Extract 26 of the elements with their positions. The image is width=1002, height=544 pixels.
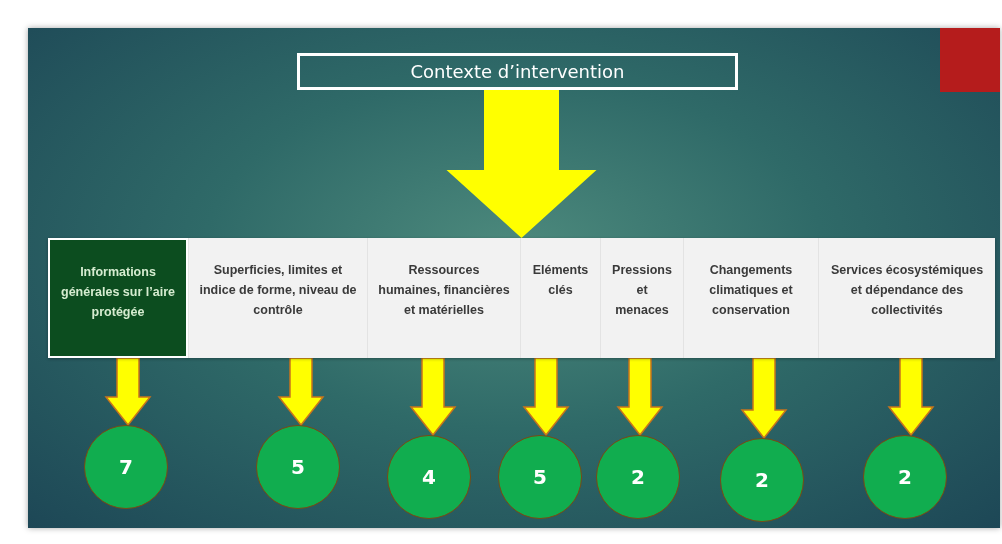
- topic-label: Superficies, limites et indice de forme, niveau de contrôle: [199, 262, 357, 319]
- title-box: [297, 53, 738, 90]
- block-arrow: [740, 357, 788, 440]
- count-number: 5: [291, 455, 305, 479]
- block-arrow: [522, 357, 570, 437]
- topic-label: Ressources humaines, financières et matérielles: [378, 262, 510, 319]
- block-arrow: [446, 90, 597, 238]
- count-number: 4: [422, 465, 436, 489]
- block-arrow: [887, 357, 935, 437]
- count-number: 5: [533, 465, 547, 489]
- topic-label: Changements climatiques et conservation: [708, 262, 794, 319]
- block-arrow: [409, 357, 457, 437]
- topic-label: Informations générales sur l’aire protégée: [60, 264, 176, 321]
- highlighted-topic-cell: [48, 238, 188, 358]
- topic-band: [48, 238, 995, 358]
- block-arrow: [277, 357, 325, 427]
- title-text: Contexte d’intervention: [410, 61, 625, 82]
- count-number: 2: [755, 468, 769, 492]
- block-arrow: [104, 357, 152, 427]
- topic-label: Pressions et menaces: [611, 262, 673, 319]
- topic-label: Eléments clés: [531, 262, 590, 299]
- topic-label: Services écosystémiques et dépendance des collectivités: [829, 262, 985, 319]
- count-number: 2: [898, 465, 912, 489]
- block-arrow: [616, 357, 664, 437]
- count-number: 2: [631, 465, 645, 489]
- count-number: 7: [119, 455, 133, 479]
